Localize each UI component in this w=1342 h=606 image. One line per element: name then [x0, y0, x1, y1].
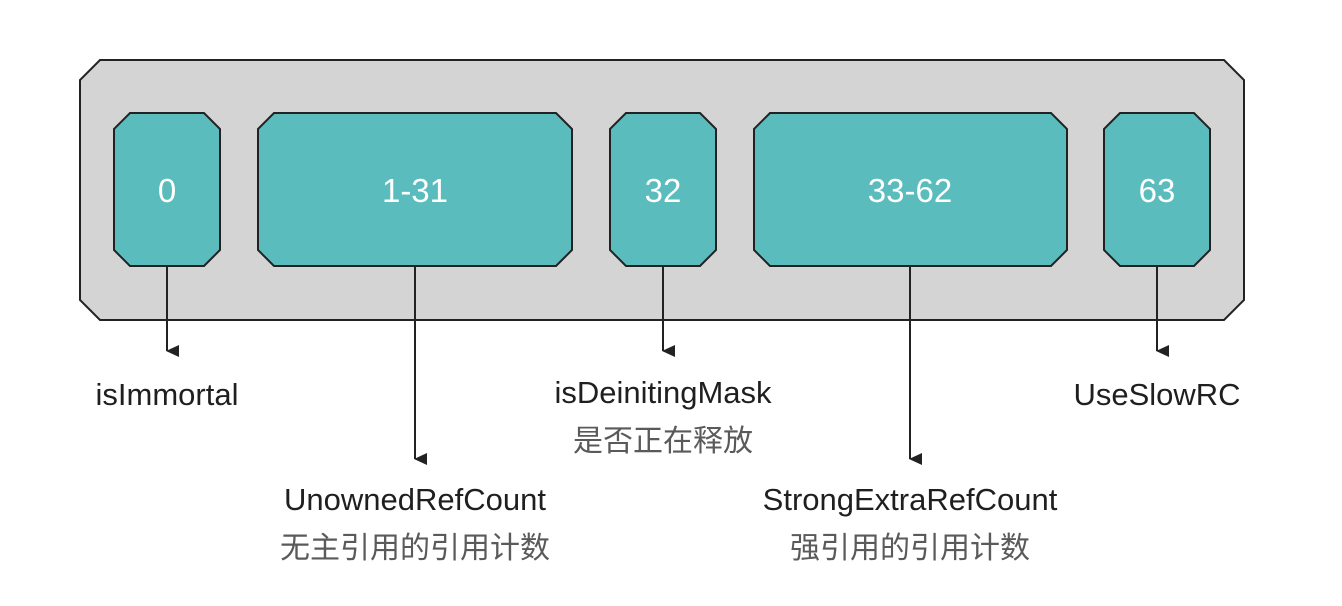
field-box — [609, 112, 717, 267]
field-box — [753, 112, 1068, 267]
desc-unowned-ref-count: 无主引用的引用计数 — [280, 531, 550, 566]
label-use-slow-rc: UseSlowRC — [1073, 377, 1240, 412]
field-bits-33-62: 33-62 — [753, 112, 1068, 267]
label-is-immortal: isImmortal — [96, 377, 239, 412]
label-strong-extra-ref-count: StrongExtraRefCount — [763, 482, 1058, 517]
field-box — [1103, 112, 1211, 267]
field-box — [257, 112, 573, 267]
label-unowned-ref-count: UnownedRefCount — [284, 482, 546, 517]
field-bit-32: 32 — [609, 112, 717, 267]
field-bits-label: 0 — [158, 172, 176, 209]
field-bits-label: 33-62 — [868, 172, 952, 209]
field-bit-63: 63 — [1103, 112, 1211, 267]
label-is-deiniting-mask: isDeinitingMask — [554, 375, 772, 410]
desc-is-deiniting-mask: 是否正在释放 — [573, 424, 753, 459]
field-bits-label: 1-31 — [382, 172, 448, 209]
desc-strong-extra-ref-count: 强引用的引用计数 — [790, 531, 1030, 566]
field-box — [113, 112, 221, 267]
field-bits-label: 63 — [1139, 172, 1176, 209]
field-bits-1-31: 1-31 — [257, 112, 573, 267]
field-bits-label: 32 — [645, 172, 682, 209]
field-bit-0: 0 — [113, 112, 221, 267]
